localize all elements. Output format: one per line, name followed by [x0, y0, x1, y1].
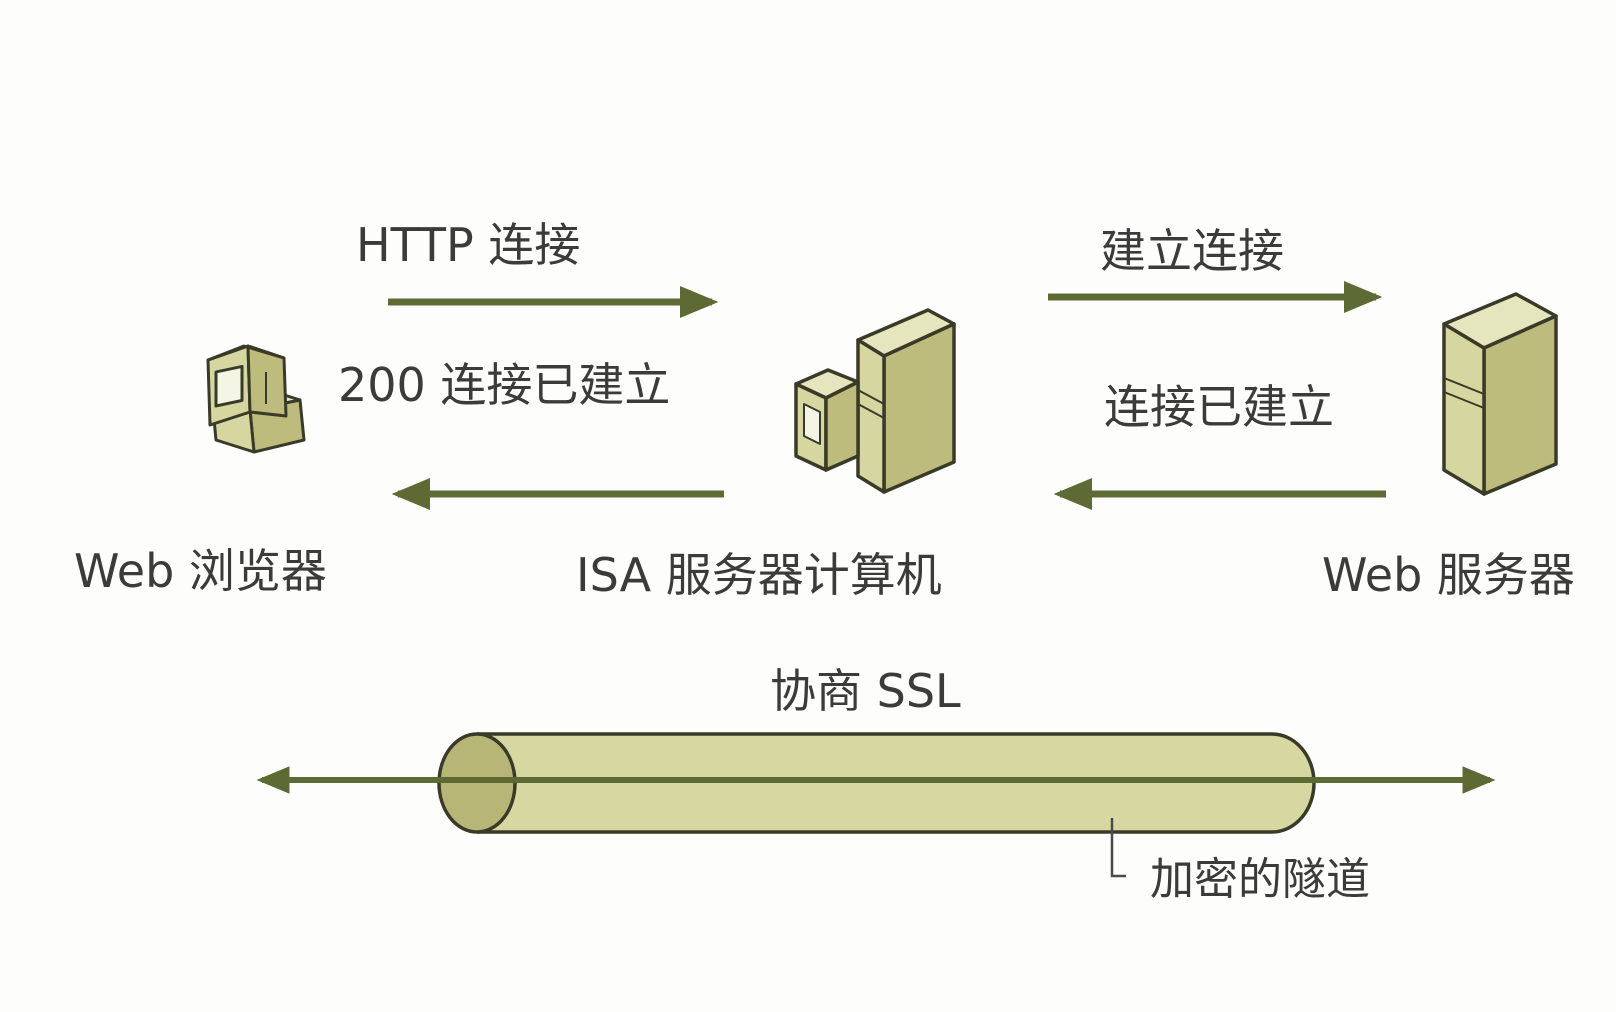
label-encrypted-tunnel: 加密的隧道 [1150, 854, 1370, 905]
server-computer-icon [794, 308, 956, 494]
label-establish-connection: 建立连接 [1100, 224, 1284, 278]
tower-server-icon [1442, 292, 1558, 496]
label-connection-established: 连接已建立 [1104, 380, 1334, 434]
node-label-web-server: Web 服务器 [1322, 548, 1575, 602]
label-http-connect: HTTP 连接 [356, 218, 581, 272]
label-connection-established-reply: 200 连接已建立 [338, 358, 671, 412]
ssl-tunnel [256, 732, 1496, 878]
node-label-isa: ISA 服务器计算机 [576, 548, 942, 602]
label-ssl-negotiation: 协商 SSL [770, 664, 961, 718]
tunnel-callout-leader [1110, 818, 1126, 878]
node-label-browser: Web 浏览器 [74, 544, 327, 598]
workstation-computer-icon [206, 344, 306, 454]
